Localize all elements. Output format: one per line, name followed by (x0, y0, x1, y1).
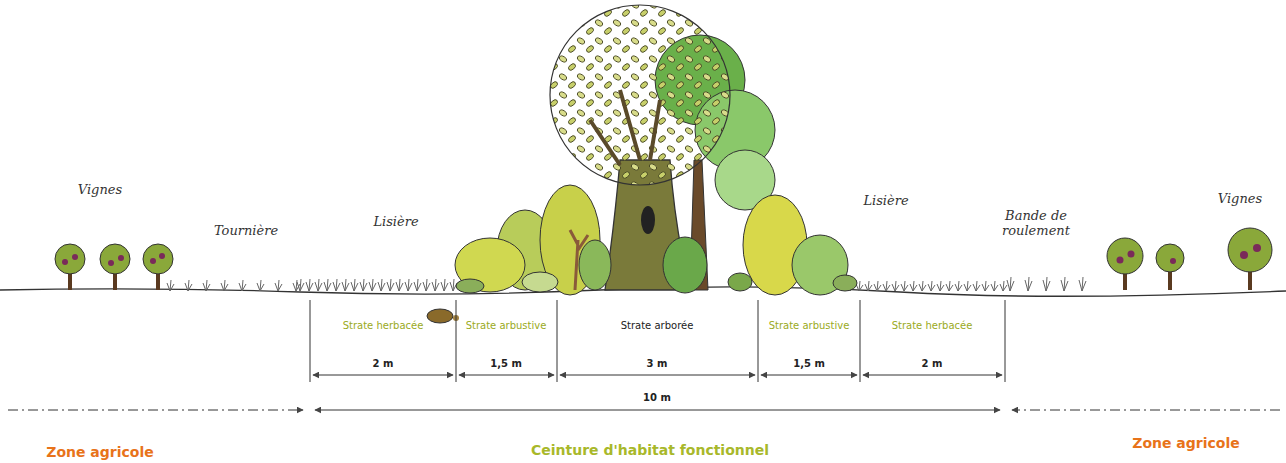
edge-label: Lisière (863, 194, 908, 209)
dimension-value: 1,5 m (487, 358, 525, 370)
tortoise (427, 309, 459, 323)
dimension-value: 2 m (370, 358, 397, 370)
zone-label: Zone agricole (1132, 435, 1240, 451)
dimension-value: 10 m (640, 392, 674, 404)
dimension-value: 1,5 m (790, 358, 828, 370)
shrubs (455, 185, 857, 295)
old-tree (550, 5, 730, 290)
zone-label: Ceinture d'habitat fonctionnel (527, 442, 773, 458)
stratum-label: Strate arborée (619, 320, 696, 332)
zone-label: Zone agricole (46, 444, 154, 460)
stratum-label: Strate herbacée (341, 320, 426, 332)
dimension-value: 2 m (919, 358, 946, 370)
dimension-lines (8, 300, 1280, 410)
stratum-label: Strate arbustive (464, 320, 549, 332)
crop-label: Vignes (1218, 192, 1262, 207)
stratum-label: Strate arbustive (767, 320, 852, 332)
area-label: Tournière (214, 224, 278, 239)
stratum-label: Strate herbacée (890, 320, 975, 332)
area-label: Bande de roulement (986, 209, 1086, 239)
crop-label: Vignes (78, 183, 122, 198)
edge-label: Lisière (373, 215, 418, 230)
dimension-value: 3 m (644, 358, 671, 370)
